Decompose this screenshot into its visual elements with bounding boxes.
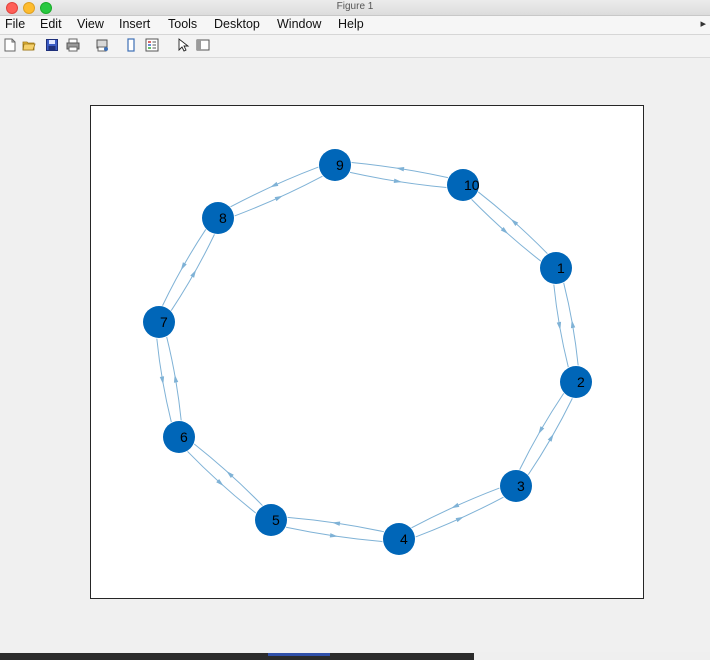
edge-5-to-4 xyxy=(285,526,383,543)
menu-desktop[interactable]: Desktop xyxy=(214,17,260,31)
edge-2-to-1 xyxy=(563,282,579,366)
edge-arrowhead-4-to-5 xyxy=(331,521,341,526)
edge-arrowhead-2-to-3 xyxy=(538,426,545,435)
edge-arrowhead-6-to-5 xyxy=(216,479,224,487)
edge-arrowhead-7-to-8 xyxy=(190,269,197,278)
node-label-7: 7 xyxy=(160,314,168,330)
edge-arrowhead-10-to-9 xyxy=(396,167,405,172)
link-plot-icon[interactable] xyxy=(124,38,138,52)
node-label-6: 6 xyxy=(180,429,188,445)
edge-arrowhead-5-to-4 xyxy=(329,533,339,538)
node-label-2: 2 xyxy=(577,374,585,390)
menu-help[interactable]: Help xyxy=(338,17,364,31)
graph-node-8[interactable] xyxy=(202,202,234,234)
edge-5-to-6 xyxy=(193,443,263,506)
edge-1-to-2 xyxy=(553,284,569,368)
edge-8-to-7 xyxy=(162,229,207,306)
minimize-window-icon[interactable] xyxy=(23,2,35,14)
menu-overflow-arrow-icon[interactable]: ▸ xyxy=(700,18,706,30)
new-figure-icon[interactable] xyxy=(3,38,17,52)
edit-plot-arrow-icon[interactable] xyxy=(176,38,190,52)
edge-7-to-6 xyxy=(156,338,172,423)
window-title: Figure 1 xyxy=(336,1,374,12)
print-preview-icon[interactable] xyxy=(95,38,109,52)
menu-window[interactable]: Window xyxy=(277,17,322,31)
graph-node-9[interactable] xyxy=(319,149,351,181)
taskbar-active-item xyxy=(268,653,330,656)
edge-arrowhead-9-to-8 xyxy=(270,181,279,188)
menu-view[interactable]: View xyxy=(77,17,104,31)
edge-4-to-3 xyxy=(415,496,504,538)
edge-1-to-10 xyxy=(477,191,548,254)
edge-arrowhead-5-to-6 xyxy=(226,470,234,478)
edge-arrowhead-1-to-10 xyxy=(510,218,519,226)
print-icon[interactable] xyxy=(66,38,80,52)
edge-6-to-5 xyxy=(187,451,257,514)
insert-legend-icon[interactable] xyxy=(145,38,159,52)
edge-8-to-9 xyxy=(234,175,323,217)
edge-arrowhead-1-to-2 xyxy=(556,321,562,331)
graph-node-1[interactable] xyxy=(540,252,572,284)
edge-arrowhead-6-to-7 xyxy=(173,374,179,383)
edge-arrowhead-7-to-6 xyxy=(159,376,165,385)
node-label-1: 1 xyxy=(557,260,565,276)
menu-edit[interactable]: Edit xyxy=(40,17,62,31)
nodes-layer: 1 2 3 4 5 6 7 8 9 10 xyxy=(143,149,592,555)
graph-node-7[interactable] xyxy=(143,306,175,338)
edge-10-to-1 xyxy=(471,199,542,262)
menu-tools[interactable]: Tools xyxy=(168,17,198,31)
edge-3-to-4 xyxy=(411,487,500,529)
edge-7-to-8 xyxy=(170,234,215,311)
menu-bar: File Edit View Insert Tools Desktop Wind… xyxy=(0,16,710,35)
open-file-icon[interactable] xyxy=(22,38,36,52)
graph-node-10[interactable] xyxy=(447,169,479,201)
edge-2-to-3 xyxy=(519,393,565,470)
edge-arrowhead-3-to-4 xyxy=(451,502,460,509)
edge-arrowhead-8-to-7 xyxy=(180,262,187,271)
graph-node-6[interactable] xyxy=(163,421,195,453)
dock-icon[interactable] xyxy=(196,38,210,52)
edge-arrowhead-10-to-1 xyxy=(500,227,509,235)
figure-toolbar xyxy=(0,35,710,58)
node-label-4: 4 xyxy=(400,531,408,547)
edges-layer xyxy=(156,162,579,543)
graph-node-3[interactable] xyxy=(500,470,532,502)
edge-arrowhead-9-to-10 xyxy=(393,178,402,183)
graph-node-5[interactable] xyxy=(255,504,287,536)
menu-insert[interactable]: Insert xyxy=(119,17,151,31)
menu-file[interactable]: File xyxy=(5,17,26,31)
graph-node-4[interactable] xyxy=(383,523,415,555)
edge-9-to-8 xyxy=(230,166,319,208)
edge-arrowhead-8-to-9 xyxy=(274,195,283,202)
node-label-3: 3 xyxy=(517,478,525,494)
title-bar[interactable]: Figure 1 xyxy=(0,0,710,16)
plot-axes[interactable] xyxy=(90,105,644,599)
edge-3-to-2 xyxy=(527,398,573,475)
node-label-10: 10 xyxy=(464,177,480,193)
edge-4-to-5 xyxy=(287,516,385,533)
node-label-8: 8 xyxy=(219,210,227,226)
node-label-5: 5 xyxy=(272,512,280,528)
node-label-9: 9 xyxy=(336,157,344,173)
taskbar-strip xyxy=(0,653,474,660)
maximize-window-icon[interactable] xyxy=(40,2,52,14)
edge-arrowhead-2-to-1 xyxy=(570,319,576,329)
close-window-icon[interactable] xyxy=(6,2,18,14)
edge-6-to-7 xyxy=(166,336,182,421)
edge-arrowhead-4-to-3 xyxy=(455,516,464,523)
save-icon[interactable] xyxy=(45,38,59,52)
graph-node-2[interactable] xyxy=(560,366,592,398)
edge-arrowhead-3-to-2 xyxy=(547,433,554,442)
